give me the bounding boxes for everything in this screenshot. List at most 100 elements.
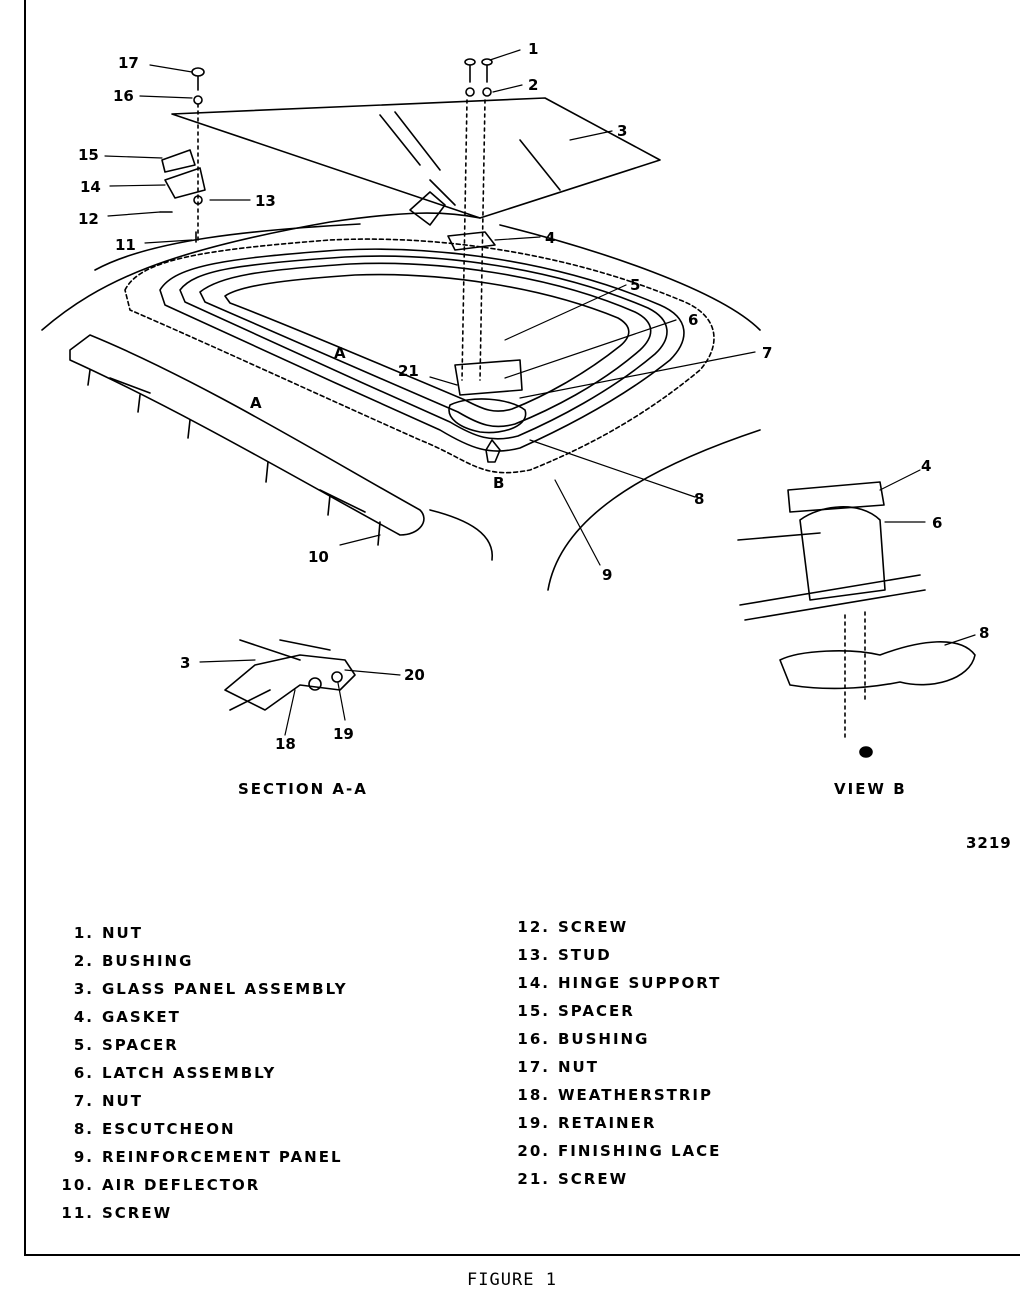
section-callout-3: 3	[180, 654, 190, 672]
legend-item-label: NUT	[102, 1092, 143, 1110]
legend-item-label: AIR DEFLECTOR	[102, 1176, 261, 1194]
legend-item: 4. GASKET	[58, 1008, 348, 1036]
legend-item-number: 10.	[61, 1176, 94, 1194]
callout-3: 3	[617, 122, 627, 140]
callout-12: 12	[78, 210, 99, 228]
callout-4: 4	[545, 229, 555, 247]
legend-item-number: 21.	[517, 1170, 550, 1188]
section-marker-a-bottom: A	[250, 394, 262, 412]
figure-number: 3219	[966, 834, 1012, 852]
callout-17: 17	[118, 54, 139, 72]
legend-item-label: LATCH ASSEMBLY	[102, 1064, 277, 1082]
legend-item-number: 8.	[73, 1120, 94, 1138]
legend-item-label: HINGE SUPPORT	[558, 974, 722, 992]
legend-item-number: 11.	[61, 1204, 94, 1222]
legend-item-label: NUT	[102, 924, 143, 942]
legend-item-number: 4.	[73, 1008, 94, 1026]
view-b-drawing	[739, 481, 976, 758]
callout-14: 14	[80, 178, 101, 196]
legend-item-label: BUSHING	[102, 952, 194, 970]
legend-item-number: 15.	[517, 1002, 550, 1020]
legend-item-label: BUSHING	[558, 1030, 650, 1048]
legend-item-number: 20.	[517, 1142, 550, 1160]
callout-9: 9	[602, 566, 612, 584]
callout-21: 21	[398, 362, 419, 380]
legend-item-number: 6.	[73, 1064, 94, 1082]
legend-item: 5. SPACER	[58, 1036, 348, 1064]
view-b-caption: VIEW B	[834, 780, 907, 798]
legend-item-label: FINISHING LACE	[558, 1142, 722, 1160]
section-callout-19: 19	[333, 725, 354, 743]
legend-item: 7. NUT	[58, 1092, 348, 1120]
legend-item: 9.REINFORCEMENT PANEL	[58, 1148, 348, 1176]
legend-item-label: ESCUTCHEON	[102, 1120, 236, 1138]
legend-item-number: 2.	[73, 952, 94, 970]
callout-10: 10	[308, 548, 329, 566]
latch-fastener-drawing	[447, 58, 527, 463]
callout-15: 15	[78, 146, 99, 164]
legend-item-label: SCREW	[558, 1170, 629, 1188]
legend-item: 16. BUSHING	[514, 1030, 721, 1058]
view-callout-6: 6	[932, 514, 942, 532]
figure-title: FIGURE 1	[467, 1270, 557, 1290]
callout-7: 7	[762, 344, 772, 362]
legend-item-label: STUD	[558, 946, 612, 964]
legend-item: 13. STUD	[514, 946, 721, 974]
callout-1: 1	[528, 40, 538, 58]
legend-item: 15. SPACER	[514, 1002, 721, 1030]
legend-item-label: WEATHERSTRIP	[558, 1086, 713, 1104]
callout-16: 16	[113, 87, 134, 105]
legend-item-number: 12.	[517, 918, 550, 936]
view-callout-4: 4	[921, 457, 931, 475]
legend-item: 11. SCREW	[58, 1204, 348, 1232]
legend-item: 6. LATCH ASSEMBLY	[58, 1064, 348, 1092]
callout-2: 2	[528, 76, 538, 94]
legend-item-number: 7.	[73, 1092, 94, 1110]
legend-item-number: 5.	[73, 1036, 94, 1054]
roof-opening-drawing	[124, 238, 715, 474]
legend-item-label: SPACER	[558, 1002, 635, 1020]
legend-item: 17. NUT	[514, 1058, 721, 1086]
legend-item: 8. ESCUTCHEON	[58, 1120, 348, 1148]
legend-item-number: 17.	[517, 1058, 550, 1076]
hinge-support-drawing	[159, 67, 446, 243]
legend-item-label: GASKET	[102, 1008, 181, 1026]
legend-item-number: 19.	[517, 1114, 550, 1132]
legend-item: 1.NUT	[58, 924, 348, 952]
legend-item: 14. HINGE SUPPORT	[514, 974, 721, 1002]
section-callout-18: 18	[275, 735, 296, 753]
legend-item: 18.WEATHERSTRIP	[514, 1086, 721, 1114]
figure-frame	[24, 0, 1020, 1256]
legend-item-number: 3.	[73, 980, 94, 998]
section-a-caption: SECTION A-A	[238, 780, 368, 798]
legend-item-label: SPACER	[102, 1036, 179, 1054]
legend-item-label: NUT	[558, 1058, 599, 1076]
legend-item: 10. AIR DEFLECTOR	[58, 1176, 348, 1204]
section-marker-a-top: A	[334, 344, 346, 362]
callout-6: 6	[688, 311, 698, 329]
legend-item: 3. GLASS PANEL ASSEMBLY	[58, 980, 348, 1008]
callout-11: 11	[115, 236, 136, 254]
view-callout-8: 8	[979, 624, 989, 642]
legend-item: 2. BUSHING	[58, 952, 348, 980]
leader-lines	[104, 49, 976, 736]
legend-item: 12.SCREW	[514, 918, 721, 946]
legend-item-number: 14.	[517, 974, 550, 992]
air-deflector-drawing	[69, 334, 425, 546]
legend-item-number: 16.	[517, 1030, 550, 1048]
legend-item-label: SCREW	[102, 1204, 173, 1222]
section-callout-20: 20	[404, 666, 425, 684]
callout-5: 5	[630, 276, 640, 294]
roof-outline-drawing	[41, 212, 821, 591]
legend-item-label: RETAINER	[558, 1114, 657, 1132]
legend-item-label: REINFORCEMENT PANEL	[102, 1148, 343, 1166]
legend-item-number: 13.	[517, 946, 550, 964]
legend-item-label: GLASS PANEL ASSEMBLY	[102, 980, 348, 998]
callout-13: 13	[255, 192, 276, 210]
legend-item: 19. RETAINER	[514, 1114, 721, 1142]
legend-item: 21. SCREW	[514, 1170, 721, 1198]
callout-8: 8	[694, 490, 704, 508]
